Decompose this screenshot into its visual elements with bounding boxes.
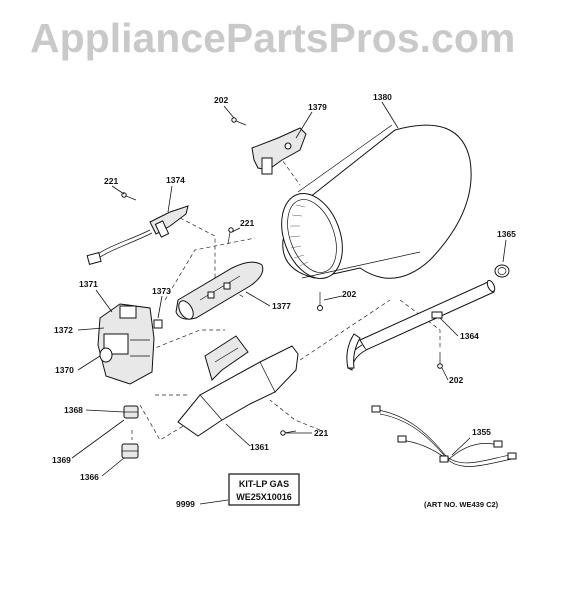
kit-box-line2: WE25X10016 [236, 492, 292, 502]
flame-sensor-bracket[interactable] [251, 127, 307, 175]
screw-202-middle[interactable] [317, 292, 323, 311]
wire-harness[interactable] [371, 405, 517, 467]
orifice-1366[interactable] [121, 443, 139, 459]
callout-1369: 1369 [52, 455, 71, 465]
screw-202-top[interactable] [231, 117, 247, 126]
callout-labels: 202 1379 1380 221 1374 221 1365 1371 137… [52, 92, 516, 509]
callout-1379: 1379 [308, 102, 327, 112]
orifice-1368[interactable] [123, 405, 139, 419]
art-number: (ART NO. WE439 C2) [424, 500, 499, 509]
callout-1380: 1380 [373, 92, 392, 102]
screw-202-right[interactable] [437, 352, 443, 369]
combustion-drum[interactable] [271, 124, 472, 287]
manifold-cap[interactable] [494, 264, 510, 278]
callout-202-right: 202 [449, 375, 463, 385]
callout-9999: 9999 [176, 499, 195, 509]
callout-1365: 1365 [497, 229, 516, 239]
callout-221-bottom: 221 [314, 428, 328, 438]
gas-valve[interactable] [97, 303, 163, 385]
callout-1370: 1370 [55, 365, 74, 375]
leader-lines [71, 101, 507, 505]
callout-1377: 1377 [272, 301, 291, 311]
callout-1373: 1373 [152, 286, 171, 296]
callout-202-top: 202 [214, 95, 228, 105]
callout-1364: 1364 [460, 331, 479, 341]
burner[interactable] [175, 261, 264, 322]
screw-221-middle[interactable] [227, 227, 234, 245]
callout-221-middle: 221 [240, 218, 254, 228]
kit-box: KIT-LP GAS WE25X10016 [228, 473, 300, 506]
callout-1361: 1361 [250, 442, 269, 452]
screw-221-top[interactable] [121, 192, 137, 201]
callout-1371: 1371 [79, 279, 98, 289]
callout-202-middle: 202 [342, 289, 356, 299]
igniter[interactable] [86, 205, 189, 265]
callout-1366: 1366 [80, 472, 99, 482]
watermark-text: AppliancePartsPros.com [30, 15, 515, 61]
kit-box-line1: KIT-LP GAS [239, 479, 289, 489]
burner-bracket[interactable] [177, 335, 299, 437]
callout-1374: 1374 [166, 175, 185, 185]
callout-221-top: 221 [104, 176, 118, 186]
callout-1355: 1355 [472, 427, 491, 437]
manifold-pipe[interactable] [346, 279, 496, 371]
callout-1372: 1372 [54, 325, 73, 335]
callout-1368: 1368 [64, 405, 83, 415]
